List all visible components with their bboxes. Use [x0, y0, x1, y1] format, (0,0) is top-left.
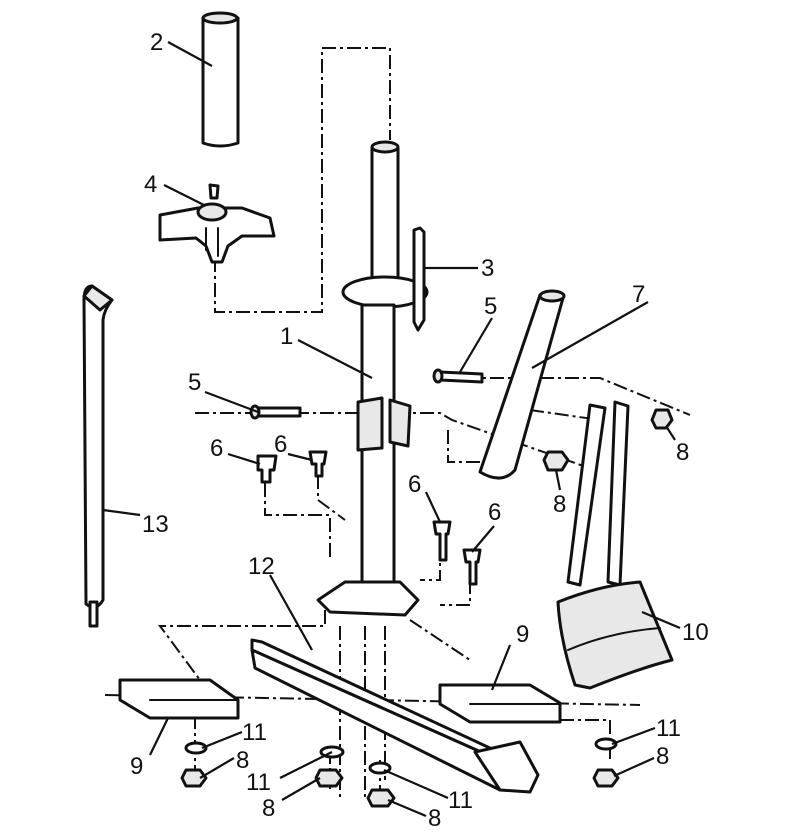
callout-10: 10: [682, 619, 709, 646]
part-bracket-9-left: [118, 678, 240, 720]
callout-3-label: 3: [481, 255, 494, 282]
callout-labels: 2 4 3 1 5 5 7 6 6 6 6 8 8 13 12 9 10 9 1…: [130, 29, 709, 832]
callout-8-right: 8: [656, 743, 669, 770]
callout-5-upper: 5: [484, 293, 497, 320]
callout-13: 13: [142, 511, 169, 538]
callout-12: 12: [248, 553, 275, 580]
part-base-rail-12: [250, 638, 540, 794]
callout-9-left: 9: [130, 753, 143, 780]
callout-8-mid: 8: [553, 491, 566, 518]
part-pin-3: [412, 226, 426, 332]
callout-8-left: 8: [236, 747, 249, 774]
callout-8-right-top: 8: [676, 439, 689, 466]
part-tube-2: [201, 11, 240, 148]
part-angled-tube-7: [478, 289, 566, 480]
callout-8-bottom: 8: [428, 805, 441, 832]
part-bolt-5-upper: [432, 368, 484, 384]
part-bolt-5-left: [249, 404, 302, 420]
callout-9-right: 9: [516, 621, 529, 648]
callout-5-left: 5: [188, 369, 201, 396]
part-shovel-blade-10: [556, 400, 674, 690]
callout-11-center: 11: [246, 769, 271, 796]
part-cross-fitting-4: [158, 183, 276, 264]
part-bracket-9-right: [438, 683, 562, 724]
callout-2: 2: [150, 29, 163, 56]
callout-6-d: 6: [488, 499, 501, 526]
callout-11-bottom: 11: [448, 787, 473, 814]
callout-7: 7: [632, 281, 645, 308]
callout-1: 1: [280, 323, 293, 350]
callout-8-center: 8: [262, 795, 275, 822]
callout-6-c: 6: [408, 471, 421, 498]
part-long-tube-13: [82, 284, 114, 628]
hardware-bolts-6: [256, 450, 482, 586]
leader-lines: [102, 41, 681, 818]
callout-11-left: 11: [242, 719, 267, 746]
part-post-1: [316, 140, 429, 617]
callout-6-b: 6: [274, 431, 287, 458]
callout-6-a: 6: [210, 435, 223, 462]
callout-4: 4: [144, 171, 157, 198]
hardware-nuts-8: [180, 408, 674, 808]
callout-11-right: 11: [656, 715, 681, 742]
